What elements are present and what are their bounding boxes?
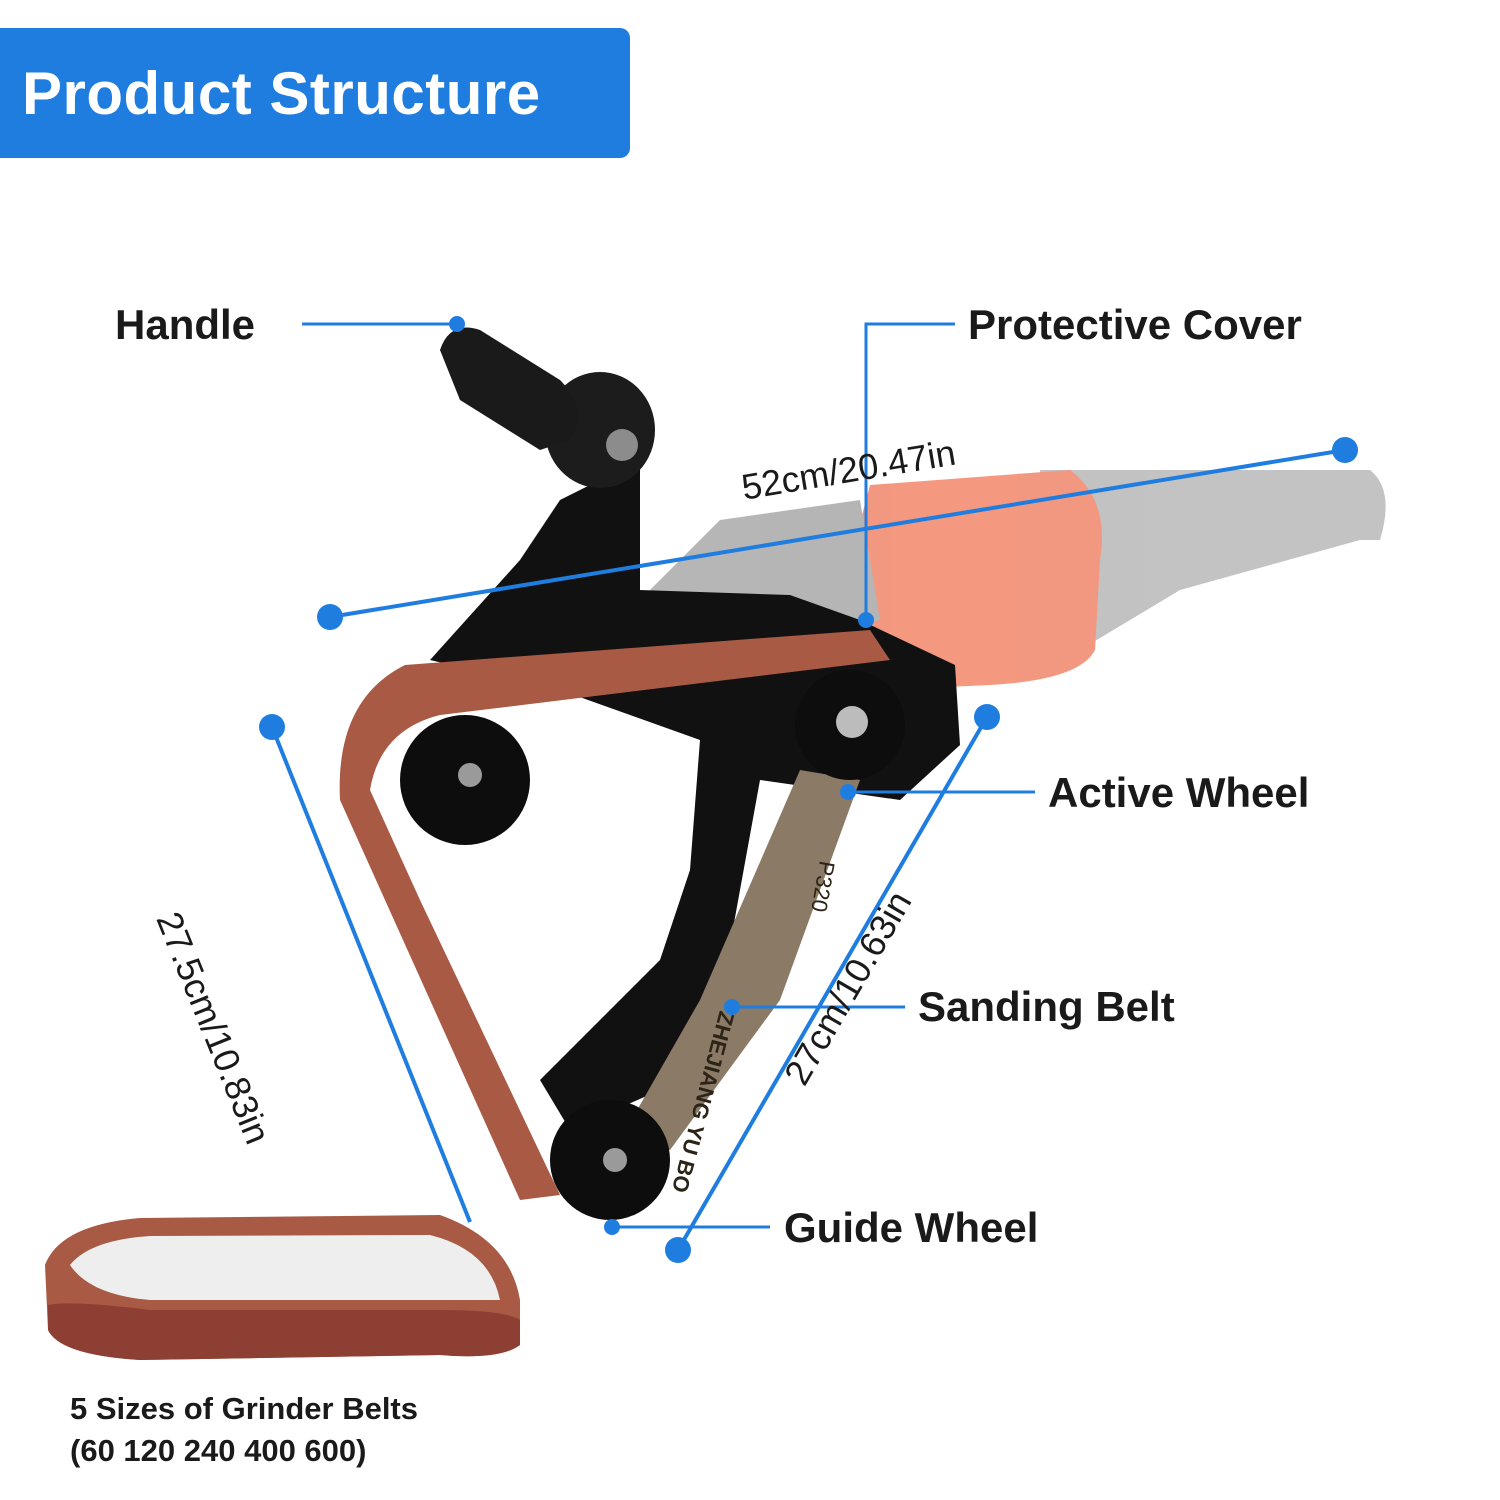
dimension-line-right (676, 715, 989, 1252)
page-title: Product Structure (22, 59, 541, 127)
belt-pack-illustration (45, 1215, 520, 1360)
sanding-belt-shape (339, 630, 891, 1200)
caption-line-2: (60 120 240 400 600) (70, 1433, 367, 1468)
protective-cover-label: Protective Cover (968, 301, 1302, 348)
dimension-line-left (270, 726, 472, 1223)
dimension-endpoints (259, 437, 1358, 1263)
sanding-belt-label: Sanding Belt (918, 983, 1175, 1030)
sanding-belt-back (620, 770, 860, 1150)
handle-grip (440, 327, 638, 461)
wheel-left (400, 715, 530, 845)
guide-wheel-label: Guide Wheel (784, 1204, 1039, 1251)
guide-wheel-shape (550, 1100, 670, 1220)
header-badge: Product Structure (0, 28, 630, 158)
active-wheel-label: Active Wheel (1048, 769, 1310, 816)
active-wheel-shape (795, 670, 905, 780)
belt-sizes-caption: 5 Sizes of Grinder Belts (60 120 240 400… (70, 1388, 418, 1472)
protective-cover-callout-line (864, 322, 955, 620)
dimension-lines (270, 448, 1346, 1252)
callout-dots (449, 316, 874, 1235)
handle-label: Handle (115, 301, 256, 348)
caption-line-1: 5 Sizes of Grinder Belts (70, 1391, 418, 1426)
dimension-line-length (329, 448, 1346, 619)
callout-lines (302, 322, 1035, 1229)
